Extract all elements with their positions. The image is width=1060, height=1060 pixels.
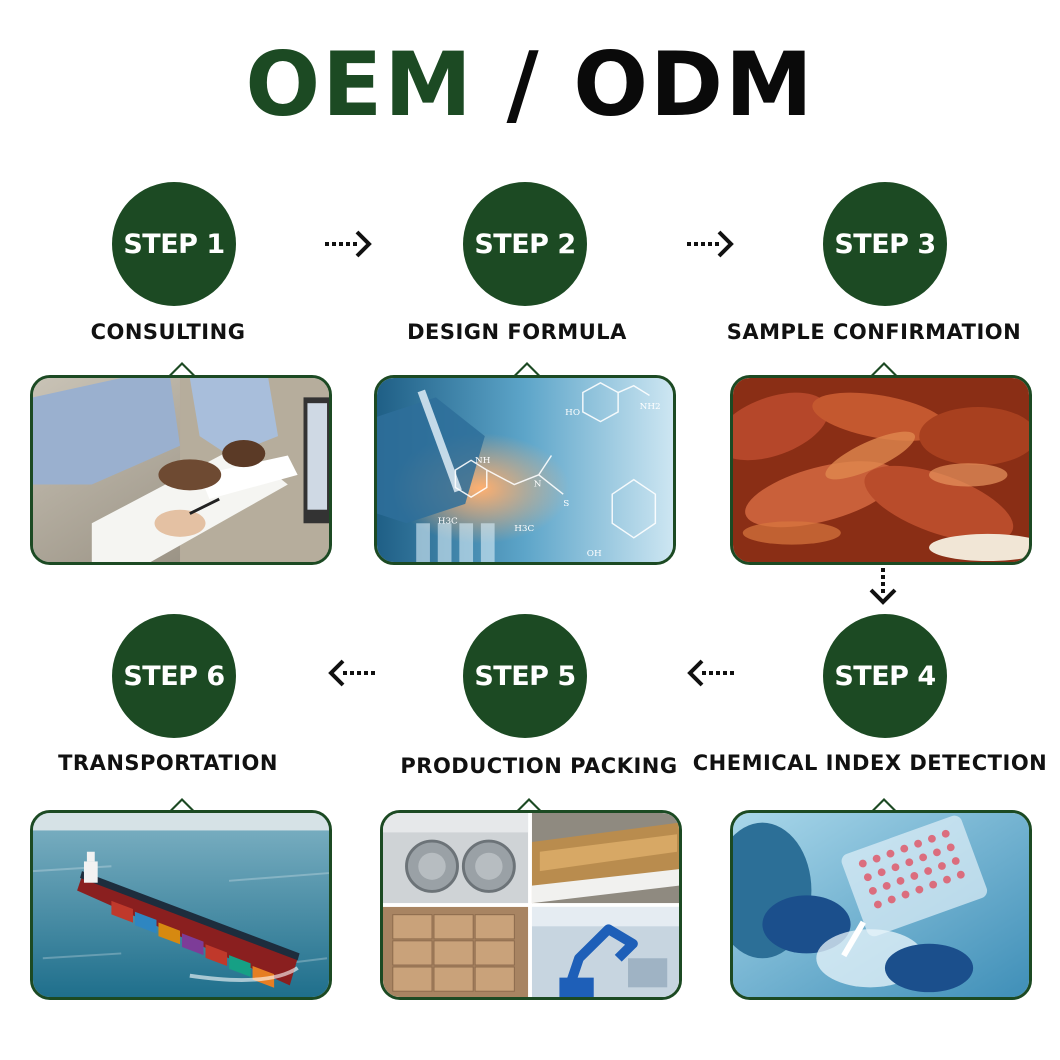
step-4-badge-text: STEP 4 (834, 660, 936, 692)
step-1-badge: STEP 1 (112, 182, 236, 306)
formula-label-n: N (534, 480, 542, 490)
meat-sample-image (733, 378, 1029, 562)
photo-pointer (516, 798, 542, 811)
chemical-index-detection-photo (730, 810, 1032, 1000)
step-6-badge: STEP 6 (112, 614, 236, 738)
step-2-badge: STEP 2 (463, 182, 587, 306)
step-1-label: CONSULTING (90, 320, 246, 344)
design-formula-photo: HO NH2 NH H3C H3C OH S N (374, 375, 676, 565)
consulting-photo (30, 375, 332, 565)
step-3-badge-text: STEP 3 (834, 228, 936, 260)
title-odm: ODM (573, 33, 815, 136)
lab-testing-image (733, 813, 1029, 997)
formula-label-oh: OH (587, 549, 602, 559)
dotted-arrow-right-icon (325, 230, 372, 258)
step-5-badge-text: STEP 5 (474, 660, 576, 692)
step-3-badge: STEP 3 (823, 182, 947, 306)
lab-chemistry-image: HO NH2 NH H3C H3C OH S N (377, 378, 673, 562)
formula-label-ho: HO (565, 408, 580, 418)
production-packing-photo (380, 810, 682, 1000)
step-2-label: DESIGN FORMULA (407, 320, 627, 344)
dotted-arrow-down-icon (869, 568, 897, 605)
formula-label-nh2: NH2 (640, 402, 661, 412)
formula-label-h3c-left: H3C (438, 516, 458, 526)
photo-pointer (871, 798, 897, 811)
step-5-badge: STEP 5 (463, 614, 587, 738)
photo-pointer (514, 362, 540, 375)
transportation-photo (30, 810, 332, 1000)
formula-label-s: S (563, 499, 569, 509)
dotted-arrow-right-icon (687, 230, 734, 258)
sample-confirmation-photo (730, 375, 1032, 565)
photo-pointer (169, 362, 195, 375)
step-5-label: PRODUCTION PACKING (400, 754, 678, 778)
factory-collage-image (383, 813, 679, 997)
cargo-ship-image (33, 813, 329, 997)
step-2-badge-text: STEP 2 (474, 228, 576, 260)
photo-pointer (169, 798, 195, 811)
step-3-label: SAMPLE CONFIRMATION (726, 320, 1022, 344)
title-separator: / (473, 33, 574, 136)
step-1-badge-text: STEP 1 (123, 228, 225, 260)
document-signing-image (33, 378, 329, 562)
dotted-arrow-left-icon (328, 659, 375, 687)
step-4-label: CHEMICAL INDEX DETECTION (692, 751, 1048, 775)
formula-label-h3c-right: H3C (514, 524, 534, 534)
step-6-badge-text: STEP 6 (123, 660, 225, 692)
title-oem: OEM (245, 33, 474, 136)
page-title: OEM / ODM (0, 30, 1060, 140)
step-6-label: TRANSPORTATION (58, 751, 278, 775)
photo-pointer (871, 362, 897, 375)
formula-label-nh: NH (475, 456, 491, 466)
dotted-arrow-left-icon (687, 659, 734, 687)
step-4-badge: STEP 4 (823, 614, 947, 738)
